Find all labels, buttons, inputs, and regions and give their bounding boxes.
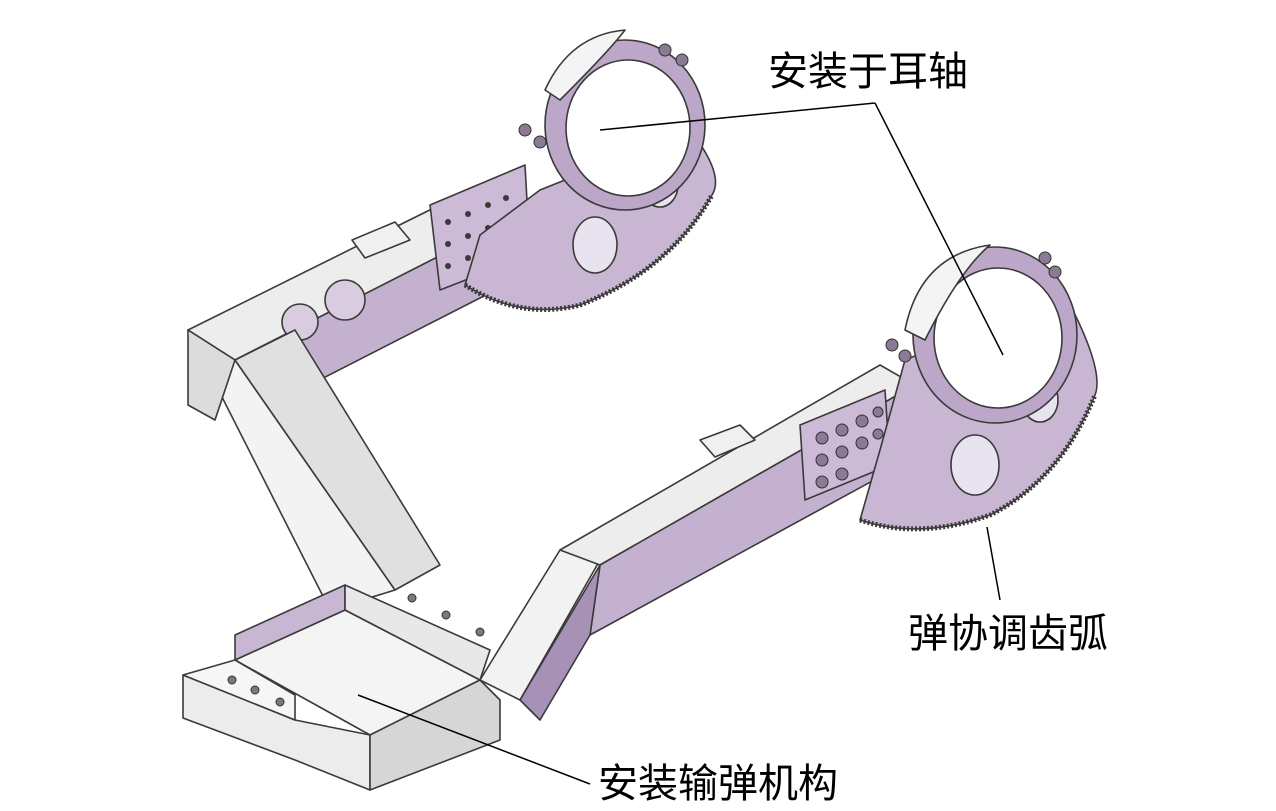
left-sector-window xyxy=(572,216,618,274)
left-trunnion-bolts xyxy=(518,43,689,149)
frame-structure xyxy=(182,29,1098,791)
left-arm-bracket xyxy=(351,221,411,259)
right-sector-teeth xyxy=(859,394,1098,532)
rammer-box-front-face xyxy=(369,679,501,791)
leader-line-arc xyxy=(986,526,1001,601)
leader-line-rammer xyxy=(357,694,591,785)
leader-line-trunnion-right xyxy=(874,102,1004,356)
rammer-box-left-lip xyxy=(182,659,296,721)
leader-lines xyxy=(357,102,1004,785)
rammer-mount-label: 安装输弹机构 xyxy=(598,761,838,807)
right-trunnion-cap xyxy=(904,244,991,341)
left-arm-hole xyxy=(324,279,366,321)
left-sector-teeth xyxy=(463,193,715,312)
left-trunnion-cap xyxy=(544,29,626,101)
diagonal-brace-side xyxy=(234,329,441,591)
leader-line-trunnion-left xyxy=(599,102,876,131)
right-trunnion-bolts xyxy=(885,251,1062,363)
right-trunnion-ring-inner xyxy=(933,267,1063,409)
right-arm-bracket xyxy=(699,424,756,458)
right-sector-window xyxy=(950,434,1000,496)
trunnion-mount-label: 安装于耳轴 xyxy=(768,49,968,95)
rammer-box-bolts xyxy=(227,593,485,707)
right-arm-underside xyxy=(519,564,601,721)
elevating-arc-label: 弹协调齿弧 xyxy=(908,611,1108,657)
diagonal-brace-end xyxy=(187,329,236,421)
right-arm-bolts xyxy=(815,406,884,489)
